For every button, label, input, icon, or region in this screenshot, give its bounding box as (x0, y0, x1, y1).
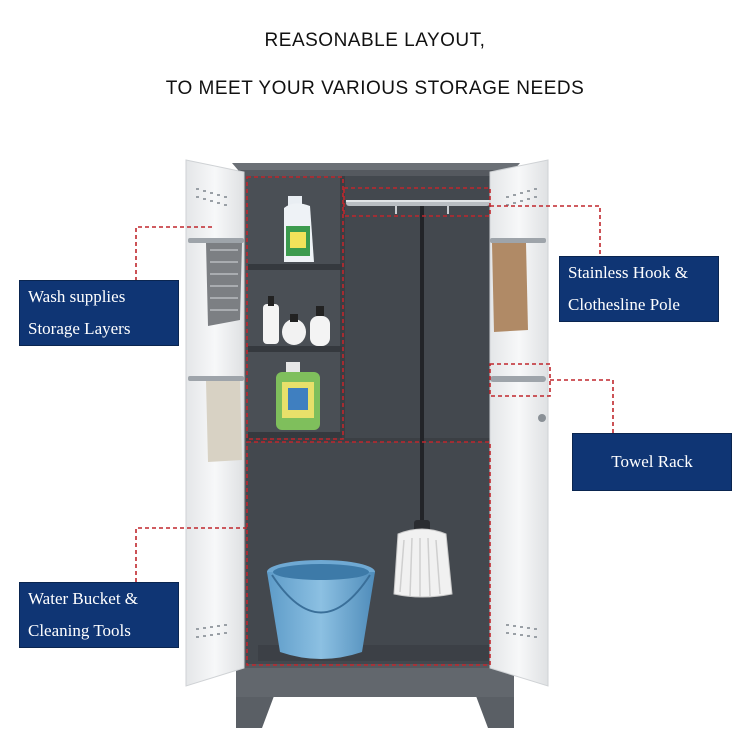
callout-hook-pole-line2: Clothesline Pole (568, 295, 680, 314)
callout-hook-pole-line1: Stainless Hook & (568, 263, 688, 282)
callout-bucket-tools-line1: Water Bucket & (28, 589, 139, 608)
callout-wash-supplies: Wash supplies Storage Layers (19, 280, 179, 346)
cabinet-legs (236, 665, 514, 728)
right-door (489, 159, 549, 687)
mop (393, 206, 453, 598)
callout-towel-rack: Towel Rack (572, 433, 732, 491)
headline-line-1: REASONABLE LAYOUT, (264, 30, 486, 51)
callout-bucket-tools: Water Bucket & Cleaning Tools (19, 582, 179, 648)
callout-bucket-tools-line2: Cleaning Tools (28, 621, 131, 640)
headline-line-2: TO MEET YOUR VARIOUS STORAGE NEEDS (165, 78, 585, 99)
detergent-bottle (276, 362, 320, 430)
left-door (185, 159, 245, 687)
toilet-cleaner-bottle (284, 196, 314, 262)
callout-wash-supplies-line2: Storage Layers (28, 319, 131, 338)
callout-hook-pole: Stainless Hook & Clothesline Pole (559, 256, 719, 322)
callout-towel-rack-line1: Towel Rack (611, 452, 693, 471)
water-bucket (267, 560, 375, 659)
callout-guides (135, 176, 614, 666)
small-bottles (263, 296, 330, 346)
callout-wash-supplies-line1: Wash supplies (28, 287, 126, 306)
